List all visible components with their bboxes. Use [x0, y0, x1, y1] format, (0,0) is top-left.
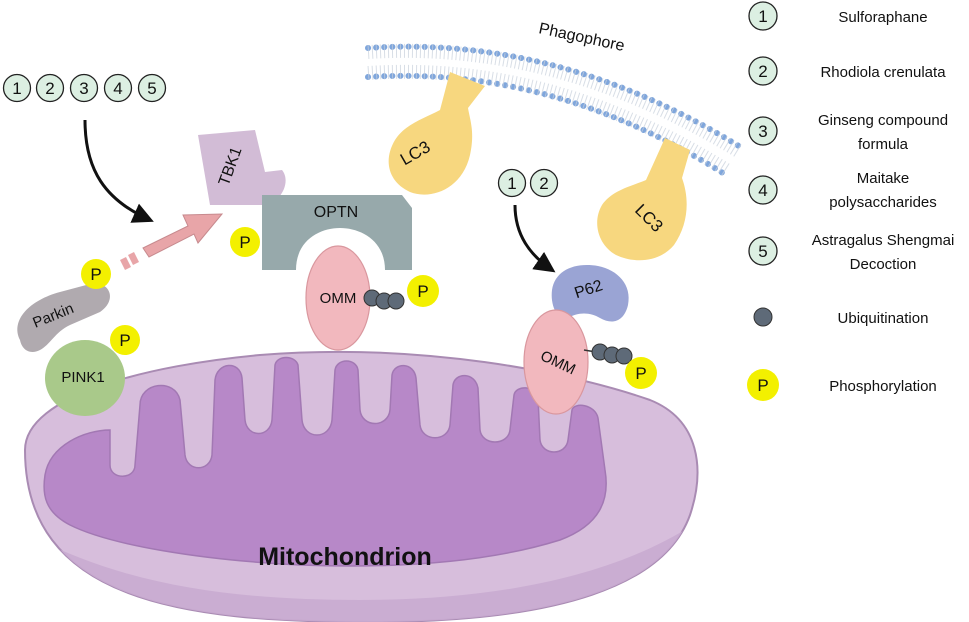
drug-circle: 3: [69, 73, 99, 103]
phagophore-label: Phagophore: [537, 20, 626, 55]
svg-text:1: 1: [12, 79, 21, 98]
drug-circle: 1: [2, 73, 32, 103]
drug-effect-arrow-right: [513, 204, 556, 273]
drug-circle: 5: [137, 73, 167, 103]
svg-text:5: 5: [147, 79, 156, 98]
drug-effect-arrow-left: [83, 119, 154, 223]
legend-item-ginseng-compound-formula: 3 Ginseng compound formula: [748, 112, 948, 153]
svg-text:Phosphorylation: Phosphorylation: [829, 378, 937, 395]
phagophore-outer-leaflet: [365, 43, 745, 151]
svg-text:P: P: [239, 233, 250, 252]
svg-text:PINK1: PINK1: [61, 369, 104, 386]
legend: 1 Sulforaphane 2 Rhodiola crenulata 3 Gi…: [747, 1, 955, 401]
svg-text:P: P: [90, 265, 101, 284]
svg-text:formula: formula: [858, 136, 909, 153]
p62: P62: [551, 265, 629, 322]
legend-item-sulforaphane: 1 Sulforaphane: [748, 1, 928, 31]
legend-item-maitake-polysaccharides: 4 Maitake polysaccharides: [748, 170, 937, 211]
svg-text:2: 2: [539, 174, 548, 193]
svg-text:2: 2: [758, 62, 767, 81]
drug-circle: 2: [529, 168, 559, 198]
svg-text:OMM: OMM: [320, 290, 357, 307]
pink1-phospho: P: [110, 325, 140, 355]
mitochondrion-lower-rim: [25, 520, 698, 622]
legend-item-ubiquitination: Ubiquitination: [753, 307, 929, 327]
omm-left: OMM: [305, 245, 371, 351]
parkin-phospho: P: [81, 259, 111, 289]
legend-item-rhodiola-crenulata: 2 Rhodiola crenulata: [748, 56, 946, 86]
optn: OPTN: [262, 195, 412, 270]
parkin: Parkin: [17, 283, 111, 352]
drug-group-left: 1 2 3 4 5: [2, 73, 167, 103]
svg-text:Ginseng compound: Ginseng compound: [818, 112, 948, 129]
svg-text:Maitake: Maitake: [857, 170, 910, 187]
omm-right-phospho: P: [625, 357, 657, 389]
ubiquitin-chain-left: [363, 289, 405, 310]
svg-text:4: 4: [758, 181, 767, 200]
mitochondrion: Mitochondrion: [23, 350, 699, 622]
tbk1-phospho: P: [230, 227, 260, 257]
omm-left-phospho: P: [407, 275, 439, 307]
svg-text:5: 5: [758, 242, 767, 261]
svg-text:polysaccharides: polysaccharides: [829, 194, 937, 211]
svg-text:2: 2: [45, 79, 54, 98]
activation-arrow: [120, 213, 224, 270]
mitochondrion-label: Mitochondrion: [258, 543, 432, 571]
ubiquitin-chain-right: [583, 343, 633, 365]
svg-text:Sulforaphane: Sulforaphane: [838, 9, 927, 26]
svg-text:OPTN: OPTN: [314, 204, 358, 221]
svg-text:3: 3: [79, 79, 88, 98]
svg-text:Decoction: Decoction: [850, 256, 917, 273]
lc3-left: LC3: [388, 72, 485, 195]
tbk1: TBK1: [198, 130, 286, 205]
svg-text:3: 3: [758, 122, 767, 141]
svg-text:P: P: [417, 282, 428, 301]
svg-text:1: 1: [758, 7, 767, 26]
drug-circle: 2: [35, 73, 65, 103]
legend-item-astragalus-shengmai-decoction: 5 Astragalus Shengmai Decoction: [748, 232, 955, 273]
legend-item-phosphorylation: P Phosphorylation: [747, 369, 937, 401]
svg-text:P: P: [119, 331, 130, 350]
svg-text:4: 4: [113, 79, 122, 98]
pink1: PINK1: [45, 340, 125, 416]
svg-text:Ubiquitination: Ubiquitination: [838, 310, 929, 327]
svg-text:P: P: [757, 376, 768, 395]
svg-text:1: 1: [507, 174, 516, 193]
svg-text:Astragalus Shengmai: Astragalus Shengmai: [812, 232, 955, 249]
phagophore-lipid-tails: [367, 43, 744, 177]
drug-circle: 4: [103, 73, 133, 103]
mitochondrion-cristae: [43, 356, 607, 567]
drug-circle: 1: [497, 168, 527, 198]
lc3-right: LC3: [597, 138, 690, 261]
drug-group-right: 1 2: [497, 168, 559, 198]
svg-text:P: P: [635, 364, 646, 383]
omm-right: OMM: [523, 309, 589, 415]
svg-text:Rhodiola crenulata: Rhodiola crenulata: [820, 64, 946, 81]
